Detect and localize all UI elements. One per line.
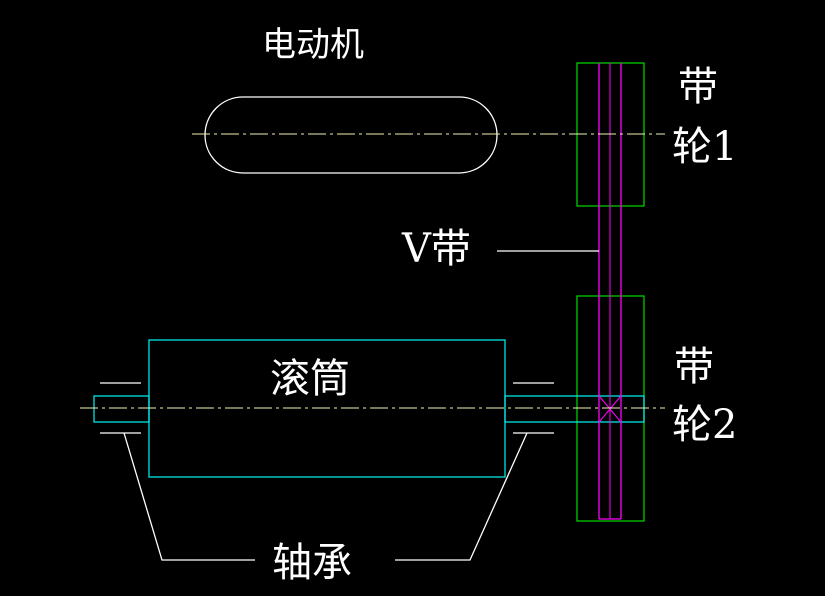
left-bearing-leader xyxy=(123,432,255,561)
pulley-1-label-line-1: 带 xyxy=(678,64,718,110)
motor-label: 电动机 xyxy=(262,25,364,65)
drum-assembly xyxy=(93,339,645,478)
v-belt-label: V带 xyxy=(401,226,471,272)
v-belt xyxy=(598,63,622,520)
leader-lines xyxy=(123,250,599,561)
center-lines xyxy=(80,133,665,409)
motor-body xyxy=(204,96,498,174)
right-shaft xyxy=(504,395,645,423)
left-shaft xyxy=(93,395,150,423)
belt-cross-b xyxy=(599,396,621,422)
pulley-1-label-line-2: 轮1 xyxy=(672,124,737,170)
right-bearing-leader xyxy=(395,432,528,561)
pulley-2-label-line-2: 轮2 xyxy=(672,402,737,448)
drum-label: 滚筒 xyxy=(270,356,350,402)
pulley-2-label-line-1: 带 xyxy=(674,344,714,390)
motor xyxy=(204,96,498,174)
bearing-label: 轴承 xyxy=(272,540,352,586)
